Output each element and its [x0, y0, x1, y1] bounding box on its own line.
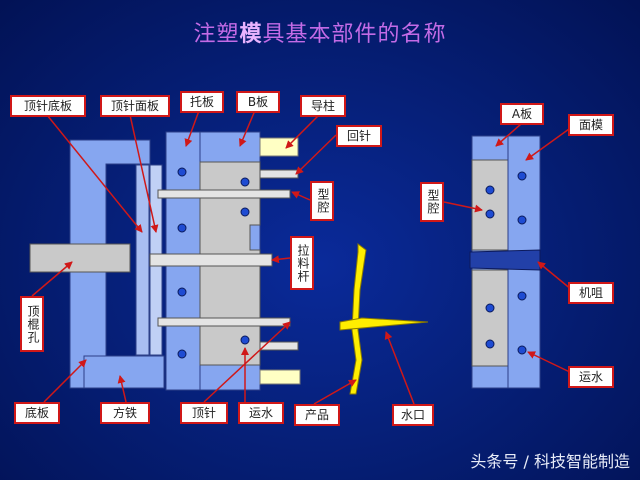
- label-cooling-water-b: 运水: [238, 402, 284, 424]
- arrow-ejector-base: [46, 114, 143, 233]
- label-sprue-bushing: 机咀: [568, 282, 614, 304]
- hole-a6: [517, 215, 527, 225]
- return-pin-shape: [157, 189, 291, 199]
- return-pin-right-shape: [259, 169, 299, 179]
- hole-a1: [485, 185, 495, 195]
- guide-pillar-lower-shape: [259, 369, 301, 385]
- hole-4: [177, 349, 187, 359]
- hole-a7: [517, 291, 527, 301]
- label-a-plate: A板: [500, 103, 544, 125]
- sprue-bushing-shape: [469, 249, 541, 271]
- hole-a8: [517, 345, 527, 355]
- arrow-ejector-pin: [203, 321, 291, 403]
- hole-a2: [485, 209, 495, 219]
- arrow-gate: [384, 331, 415, 405]
- arrow-b-plate: [239, 107, 257, 147]
- arrow-product: [313, 379, 357, 405]
- hole-a5: [517, 171, 527, 181]
- hole-6: [240, 207, 250, 217]
- ejector-pin-shape: [157, 317, 291, 327]
- knockout-rod-shape: [29, 243, 131, 273]
- arrow-sprue-bushing: [537, 261, 573, 291]
- hole-2: [177, 223, 187, 233]
- page-title: 注塑模具基本部件的名称: [193, 22, 447, 47]
- label-ejector-base-plate: 顶针底板: [10, 95, 86, 117]
- arrow-top-clamp: [525, 123, 577, 161]
- label-support-plate: 托板: [180, 91, 224, 113]
- arrow-a-plate: [495, 123, 522, 147]
- arrow-return-pin: [295, 134, 337, 175]
- hole-a3: [485, 303, 495, 313]
- arrow-sprue-puller: [271, 255, 291, 264]
- label-knockout-hole: 顶棍孔: [20, 296, 44, 352]
- label-spacer-block: 方铁: [100, 402, 150, 424]
- label-guide-pillar: 导柱: [300, 95, 346, 117]
- arrow-bottom: [43, 359, 87, 403]
- sprue-puller-shape: [149, 253, 273, 267]
- hole-3: [177, 287, 187, 297]
- watermark: 头条号 / 科技智能制造: [470, 452, 630, 471]
- label-gate: 水口: [392, 404, 434, 426]
- arrow-support: [184, 107, 201, 147]
- hole-a4: [485, 339, 495, 349]
- hole-5: [240, 177, 250, 187]
- label-bottom-plate: 底板: [14, 402, 60, 424]
- arrow-water-a: [527, 351, 575, 375]
- label-core-cavity-b: 型腔: [310, 181, 334, 221]
- label-b-plate: B板: [236, 91, 280, 113]
- label-product: 产品: [294, 404, 340, 426]
- hole-1: [177, 167, 187, 177]
- gate-shape: [339, 317, 429, 331]
- ejector-pin-right-shape: [259, 341, 299, 351]
- arrow-cavity-a: [443, 201, 483, 213]
- ejector-base-plate-shape: [135, 164, 150, 356]
- label-cooling-water-a: 运水: [568, 366, 614, 388]
- label-return-pin: 回针: [336, 125, 382, 147]
- label-sprue-puller: 拉料杆: [290, 236, 314, 290]
- label-cavity-a: 型腔: [420, 182, 444, 222]
- arrow-spacer: [117, 375, 127, 403]
- arrow-core-b: [291, 191, 311, 201]
- label-ejector-retainer-plate: 顶针面板: [100, 95, 170, 117]
- label-ejector-pin: 顶针: [180, 402, 228, 424]
- arrow-guide-pillar: [285, 111, 323, 149]
- arrow-knockout: [31, 261, 73, 297]
- arrow-ejector-retainer: [129, 114, 159, 233]
- hole-7: [240, 335, 250, 345]
- label-top-clamp-plate: 面模: [568, 114, 614, 136]
- spacer-block-shape: [83, 355, 165, 389]
